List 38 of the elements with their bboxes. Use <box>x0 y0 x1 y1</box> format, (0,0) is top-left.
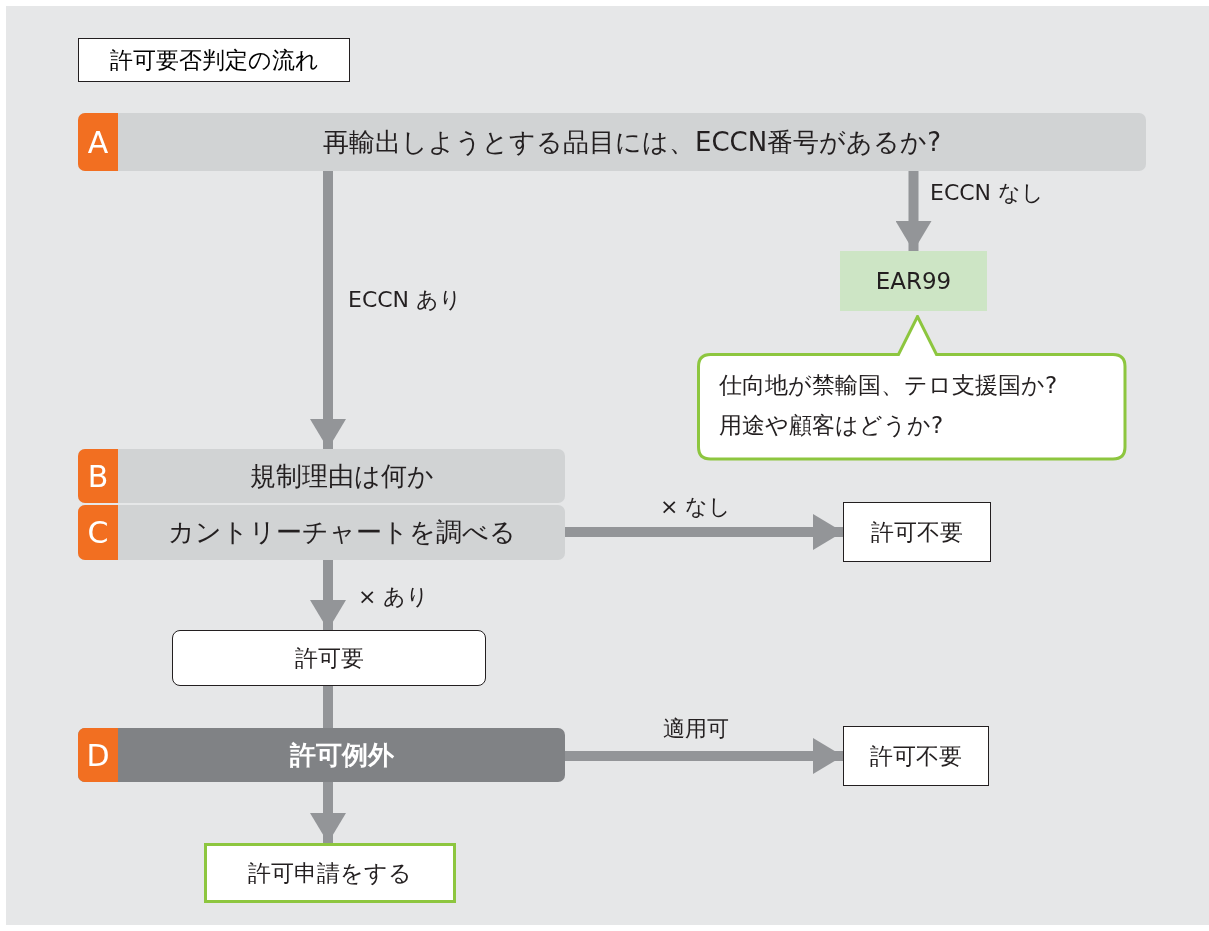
arrow <box>565 738 843 774</box>
edge-label: 適用可 <box>663 715 729 743</box>
step-text: カントリーチャートを調べる <box>166 516 517 549</box>
bubble-text: 仕向地が禁輸国、テロ支援国か? <box>719 371 1059 400</box>
result-box <box>172 630 486 686</box>
step-text: 規制理由は何か <box>248 459 435 493</box>
box-text: 許可申請をする <box>248 858 412 888</box>
arrow <box>310 560 346 630</box>
arrow <box>895 171 932 251</box>
edge-label: × なし <box>660 493 732 521</box>
box-text: 許可要 <box>294 643 364 673</box>
arrow <box>310 782 346 843</box>
edge-label: ECCN なし <box>930 179 1045 207</box>
title-box: 許可要否判定の流れ <box>78 38 350 82</box>
result-box <box>840 251 987 311</box>
edge-label: × あり <box>358 583 430 611</box>
box-text: 許可不要 <box>871 517 963 547</box>
speech-bubble <box>697 315 1128 462</box>
bubble-text: 用途や顧客はどうか? <box>719 411 945 440</box>
step-letter: C <box>78 505 118 560</box>
step-box <box>78 449 565 503</box>
step-letter: A <box>78 113 118 171</box>
edge-label: ECCN あり <box>348 286 463 314</box>
step-box <box>78 728 565 782</box>
arrow <box>565 514 843 550</box>
box-text: EAR99 <box>875 268 952 294</box>
step-text: 許可例外 <box>288 738 395 772</box>
step-letter: B <box>78 449 118 503</box>
result-box <box>843 502 991 562</box>
action-box <box>204 843 456 903</box>
arrow <box>310 171 346 449</box>
result-box <box>843 726 989 786</box>
step-letter: D <box>78 728 118 782</box>
step-box <box>78 505 565 560</box>
box-text: 許可不要 <box>870 741 962 771</box>
connector-line <box>323 686 333 728</box>
step-text: 再輸出しようとする品目には、ECCN番号があるか? <box>322 125 942 159</box>
step-box <box>78 113 1146 171</box>
